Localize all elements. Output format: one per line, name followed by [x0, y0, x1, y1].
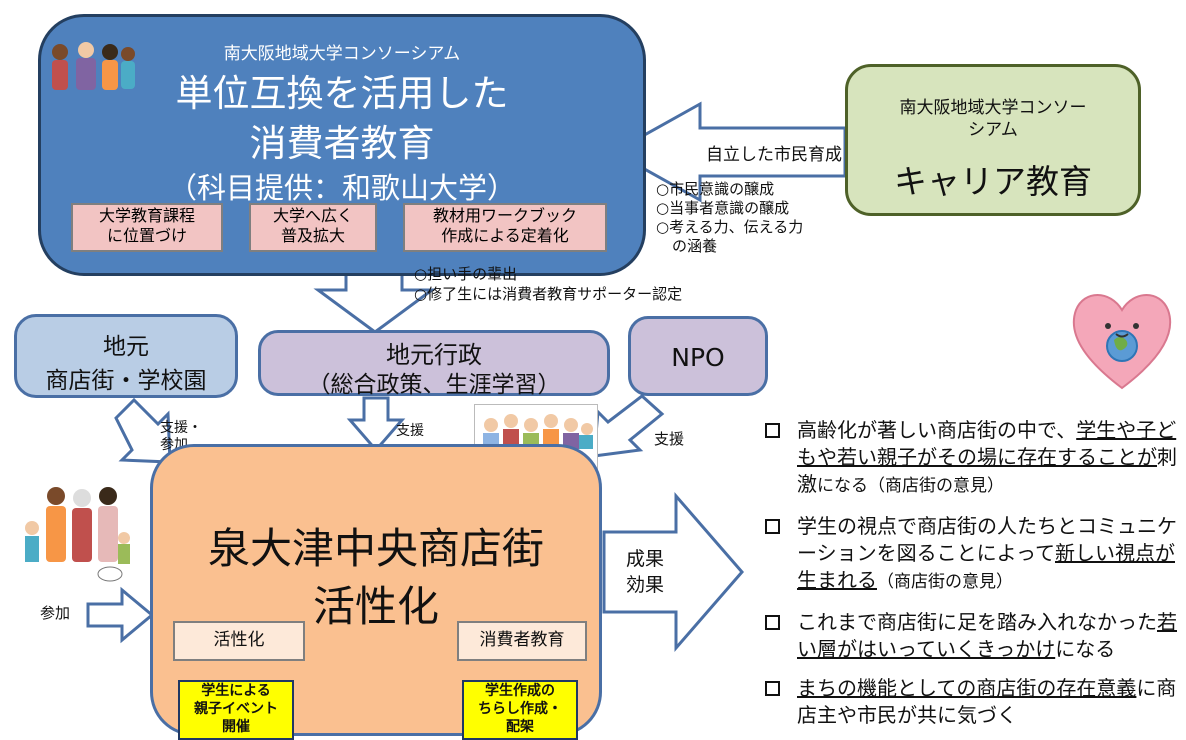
- top-box-title-line1: 単位互換を活用した: [175, 72, 509, 115]
- result-line2: 効果: [626, 574, 665, 596]
- chip-workbook: 教材用ワークブック 作成による定着化: [403, 203, 607, 252]
- chip-workbook-line2: 作成による定着化: [441, 226, 569, 245]
- local-shops-line2: 商店街・学校園: [45, 368, 207, 394]
- checkbox-square-icon: [765, 681, 780, 696]
- chip-curriculum-line2: に位置づけ: [106, 226, 187, 245]
- support-arrow-middle: [346, 396, 406, 453]
- yellow-event-line2: 親子イベント: [194, 701, 278, 717]
- chip-curriculum-line1: 大学教育課程: [98, 206, 195, 225]
- yellow-event-line3: 開催: [222, 719, 250, 735]
- note-civic: ○市民意識の醸成: [656, 180, 775, 198]
- down-arrow-notes: ○担い手の輩出 ○修了生には消費者教育サポーター認定: [414, 264, 682, 304]
- local-shops-line1: 地元: [103, 334, 149, 360]
- support-arrow-left: [114, 397, 172, 464]
- result-1-seg-3: 刺激: [797, 445, 1177, 496]
- local-government-box: 地元行政 （総合政策、生涯学習）: [258, 330, 610, 398]
- npo-label: NPO: [671, 343, 725, 372]
- yellow-flyer-line1: 学生作成の: [485, 683, 555, 699]
- result-3-seg-1: これまで商店街に足を踏み入れなかった: [797, 610, 1157, 634]
- heart-mascot-icon: [1064, 280, 1180, 396]
- result-arrow-label: 成果 効果: [626, 546, 664, 598]
- result-2-seg-2: 新しい視点が生まれる: [797, 541, 1175, 592]
- result-4-seg-2: に商店主や市民が共に気づく: [797, 676, 1177, 727]
- chip-activation: 活性化: [173, 621, 305, 661]
- support-left-line1: 支援・: [160, 420, 202, 436]
- chip-spread-line2: 普及拡大: [280, 226, 345, 245]
- result-3-seg-3: になる: [1055, 637, 1116, 661]
- participation-arrow: [86, 586, 155, 644]
- result-2-seg-1: 学生の視点で商店街の人たちとコミュニケーションを図ることによって: [797, 514, 1177, 565]
- checkbox-square-icon: [765, 615, 780, 630]
- yellow-flyer-line2: ちらし作成・: [478, 701, 562, 717]
- top-box-title-line2: 消費者教育: [249, 122, 435, 165]
- result-2-seg-3: （商店街の意見）: [877, 572, 1013, 592]
- yellow-event-line1: 学生による: [201, 683, 271, 699]
- checkbox-square-icon: [765, 423, 780, 438]
- career-education-box: 南大阪地域大学コンソー シアム キャリア教育: [845, 64, 1141, 216]
- top-box-title-line3: （科目提供：和歌山大学）: [167, 171, 516, 205]
- note-ownership: ○当事者意識の醸成: [656, 199, 790, 217]
- checkbox-square-icon: [765, 519, 780, 534]
- yellow-flyer-box: 学生作成の ちらし作成・ 配架: [462, 680, 578, 740]
- chip-spread-line1: 大学へ広く: [272, 206, 353, 225]
- main-title-line2: 活性化: [312, 582, 439, 631]
- people-illustration: [46, 40, 138, 94]
- result-text-2: 学生の視点で商店街の人たちとコミュニケーションを図ることによって新しい視点が生ま…: [797, 513, 1185, 596]
- main-title-line1: 泉大津中央商店街: [207, 524, 544, 573]
- chip-curriculum: 大学教育課程 に位置づけ: [71, 203, 223, 252]
- top-box-subtitle: 南大阪地域大学コンソーシアム: [223, 44, 461, 64]
- result-arrow: [602, 491, 744, 653]
- result-1-seg-1: 高齢化が著しい商店街の中で、: [797, 418, 1077, 442]
- support-right-label: 支援: [654, 430, 685, 448]
- consumer-education-box: 南大阪地域大学コンソーシアム 単位互換を活用した 消費者教育 （科目提供：和歌山…: [38, 14, 646, 276]
- note-cultivation: の涵養: [672, 237, 718, 255]
- family-illustration: [10, 482, 134, 586]
- left-arrow-label: 自立した市民育成: [706, 145, 842, 165]
- result-text-1: 高齢化が著しい商店街の中で、学生や子どもや若い親子がその場に存在することが刺激に…: [797, 417, 1185, 500]
- result-1-seg-4: になる（商店街の意見）: [817, 476, 1004, 496]
- yellow-event-box: 学生による 親子イベント 開催: [178, 680, 294, 740]
- local-government-line2: （総合政策、生涯学習）: [307, 372, 561, 398]
- result-4-seg-1: まちの機能としての商店街の存在意義: [797, 676, 1137, 700]
- result-text-4: まちの機能としての商店街の存在意義に商店主や市民が共に気づく: [797, 675, 1185, 729]
- support-arrow-right: [592, 394, 665, 458]
- result-line1: 成果: [626, 548, 665, 570]
- career-subtitle-line2: シアム: [968, 120, 1018, 140]
- local-shops-box: 地元 商店街・学校園: [14, 314, 238, 398]
- note-thinking: ○考える力、伝える力: [656, 218, 804, 236]
- career-subtitle: 南大阪地域大学コンソー シアム: [848, 97, 1138, 141]
- npo-box: NPO: [628, 316, 768, 396]
- result-3-seg-2: 若い層がはいっていくきっかけ: [797, 610, 1177, 661]
- chip-spread: 大学へ広く 普及拡大: [249, 203, 377, 252]
- note-leaders: ○担い手の輩出: [414, 265, 518, 283]
- result-1-seg-2: 学生や子どもや若い親子がその場に存在することが: [797, 418, 1177, 469]
- local-government-line1: 地元行政: [386, 341, 482, 369]
- results-list: 高齢化が著しい商店街の中で、学生や子どもや若い親子がその場に存在することが刺激に…: [745, 405, 1186, 727]
- chip-workbook-line1: 教材用ワークブック: [432, 206, 577, 225]
- career-subtitle-line1: 南大阪地域大学コンソー: [899, 98, 1087, 118]
- yellow-flyer-line3: 配架: [506, 719, 534, 735]
- career-title: キャリア教育: [894, 162, 1092, 201]
- participation-label: 参加: [40, 604, 71, 622]
- result-text-3: これまで商店街に足を踏み入れなかった若い層がはいっていくきっかけになる: [797, 609, 1185, 663]
- support-middle-label: 支援: [396, 423, 424, 439]
- left-arrow-notes: ○市民意識の醸成 ○当事者意識の醸成 ○考える力、伝える力 の涵養: [656, 180, 803, 256]
- note-supporter: ○修了生には消費者教育サポーター認定: [414, 285, 683, 303]
- chip-consumer-education: 消費者教育: [457, 621, 587, 661]
